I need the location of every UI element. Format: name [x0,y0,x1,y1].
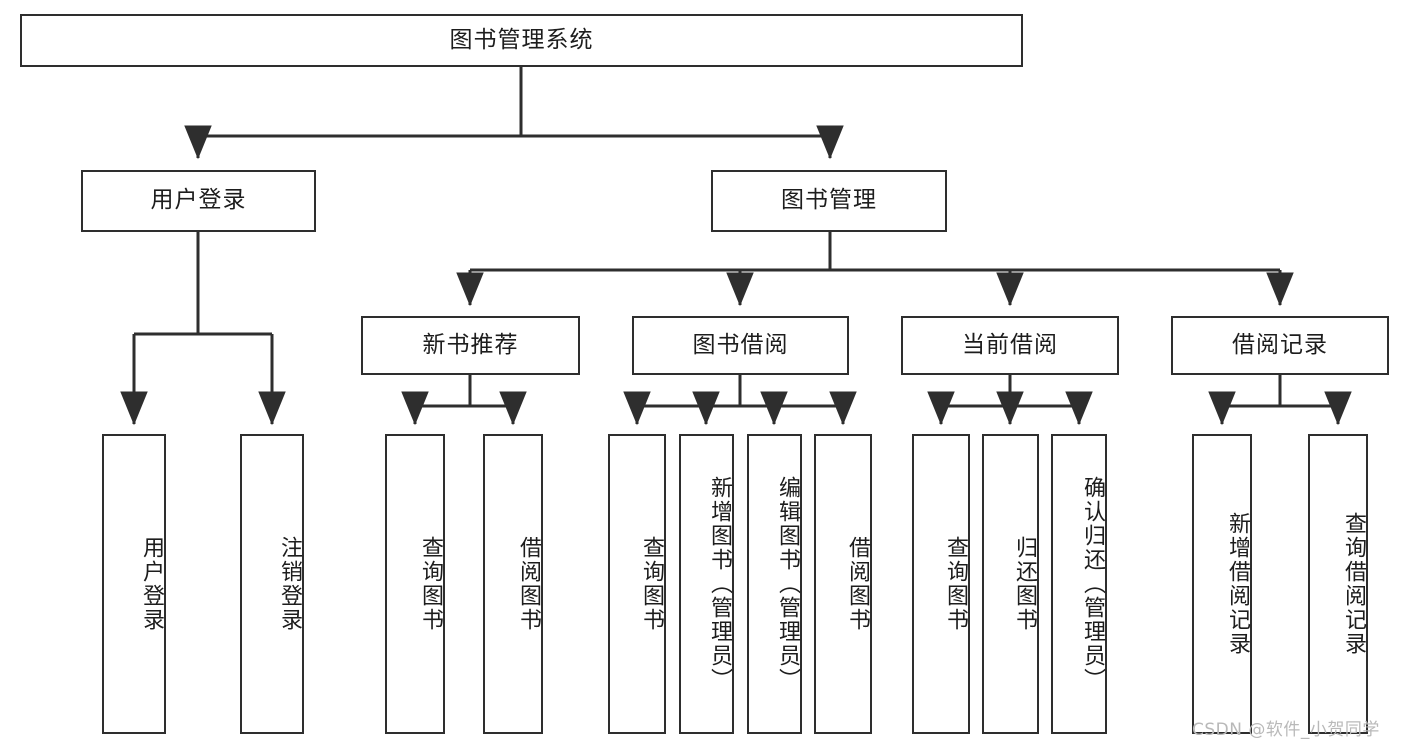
node-label: 查询借阅记录 [1341,512,1366,656]
leaf-book-borrow-add-book-admin[interactable]: 新增图书（管理员） [679,434,734,734]
leaf-new-book-query-book[interactable]: 查询图书 [385,434,445,734]
leaf-user-login-login[interactable]: 用户登录 [102,434,166,734]
node-current-borrow[interactable]: 当前借阅 [901,316,1119,375]
node-label: 借阅图书 [845,536,870,632]
node-label: 查询图书 [639,536,664,632]
node-label: 图书借阅 [692,331,789,358]
csdn-watermark: CSDN @软件_小贺同学 [1192,720,1380,740]
node-user-login[interactable]: 用户登录 [81,170,316,232]
leaf-current-borrow-confirm-return-admin[interactable]: 确认归还（管理员） [1051,434,1107,734]
node-new-book-recommend[interactable]: 新书推荐 [361,316,580,375]
leaf-book-borrow-borrow-book[interactable]: 借阅图书 [814,434,872,734]
leaf-book-borrow-edit-book-admin[interactable]: 编辑图书（管理员） [747,434,802,734]
node-label: 归还图书 [1012,536,1037,632]
node-label: 注销登录 [277,536,302,632]
leaf-borrow-record-add-record[interactable]: 新增借阅记录 [1192,434,1252,734]
leaf-user-login-logout[interactable]: 注销登录 [240,434,304,734]
node-label: 新增借阅记录 [1225,512,1250,656]
node-label: 当前借阅 [962,331,1058,358]
leaf-current-borrow-return-book[interactable]: 归还图书 [982,434,1039,734]
node-label: 确认归还（管理员） [1080,476,1105,692]
node-label: 查询图书 [943,536,968,632]
node-label: 借阅图书 [516,536,541,632]
leaf-new-book-borrow-book[interactable]: 借阅图书 [483,434,543,734]
node-label: 用户登录 [139,536,164,632]
node-label: 新增图书（管理员） [707,476,732,692]
node-label: 借阅记录 [1232,331,1328,358]
node-book-management[interactable]: 图书管理 [711,170,947,232]
node-label: 新书推荐 [422,331,519,358]
node-label: 图书管理系统 [449,26,594,53]
node-label: 查询图书 [418,536,443,632]
node-label: 用户登录 [150,187,247,214]
leaf-book-borrow-query-book[interactable]: 查询图书 [608,434,666,734]
node-label: 编辑图书（管理员） [775,476,800,692]
leaf-borrow-record-query-record[interactable]: 查询借阅记录 [1308,434,1368,734]
node-book-borrow[interactable]: 图书借阅 [632,316,849,375]
node-root-book-management-system[interactable]: 图书管理系统 [20,14,1023,67]
node-label: 图书管理 [781,187,877,214]
node-borrow-record[interactable]: 借阅记录 [1171,316,1389,375]
leaf-current-borrow-query-book[interactable]: 查询图书 [912,434,970,734]
